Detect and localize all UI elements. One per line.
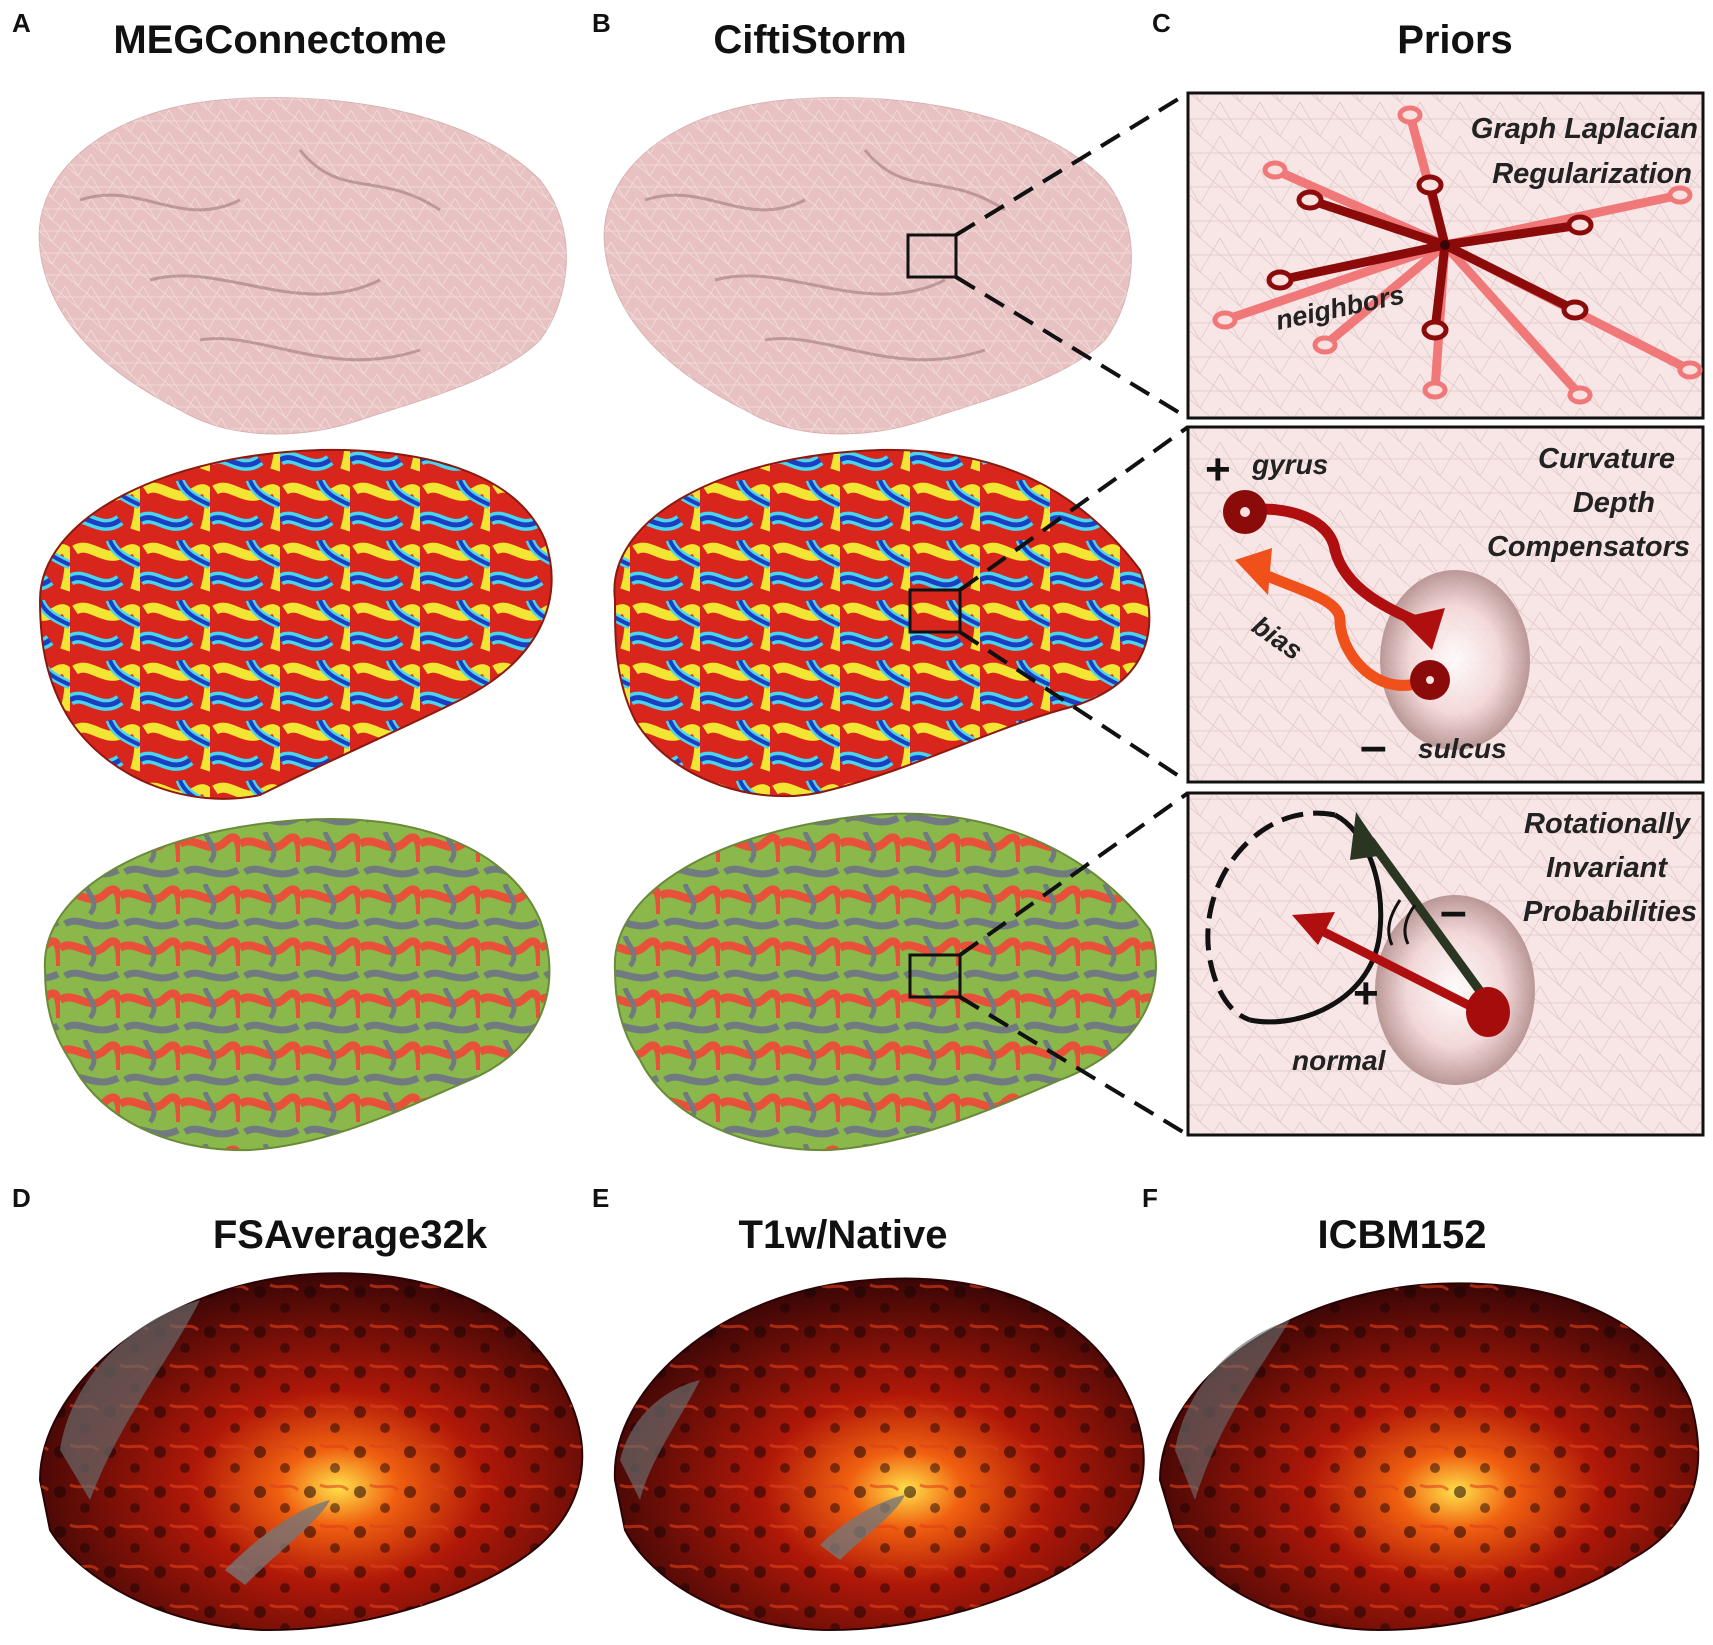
brain-heatmap-e: [613, 1277, 1145, 1632]
sulcus-dimple: [1380, 570, 1530, 750]
zoom-lines: [954, 91, 1190, 1137]
sulcus-label: sulcus: [1418, 733, 1507, 764]
panel-letter-f: F: [1142, 1183, 1158, 1213]
orientation-node: [1466, 987, 1510, 1037]
panel-letter-e: E: [592, 1183, 610, 1213]
inner-neighbor-nodes: [1266, 174, 1594, 341]
gyrus-label: gyrus: [1251, 449, 1328, 480]
orientation-arrow-green: [1366, 837, 1492, 1005]
orientation-label-line1: Rotationally: [1524, 808, 1692, 840]
center-node: [1440, 240, 1450, 250]
prior-laplacian-box: Graph Laplacian Regularization neighbors: [1186, 91, 1705, 420]
zoom-square-3: [908, 953, 962, 999]
sulcus-minus: –: [1360, 720, 1387, 773]
depth-arrow-dark: [1239, 503, 1431, 631]
brain-green-map-a: [43, 818, 551, 1152]
prior-orientation-box: Rotationally Invariant Probabilities – +…: [1186, 791, 1705, 1137]
brain-pial-a: [38, 97, 567, 435]
zoom-square-1: [906, 233, 958, 279]
brain-heatmap-f: [1158, 1282, 1700, 1632]
normal-label: normal: [1292, 1045, 1387, 1076]
depth-label-line1: Curvature: [1538, 443, 1675, 475]
panel-letter-c: C: [1152, 8, 1171, 38]
prior-depth-box: Curvature Depth Compensators + gyrus bia…: [1186, 425, 1705, 784]
normal-arrow-red: [1317, 925, 1491, 1020]
inner-neighbor-edges: [1275, 180, 1585, 335]
panel-title-b: CiftiStorm: [713, 18, 907, 62]
panel-letter-d: D: [12, 1183, 31, 1213]
orientation-plus: +: [1353, 969, 1379, 1018]
gyrus-plus: +: [1205, 445, 1231, 494]
panel-title-c: Priors: [1397, 18, 1513, 62]
brain-curvature-a: [38, 448, 553, 800]
depth-label-line3: Compensators: [1487, 531, 1690, 563]
laplacian-label-line1: Graph Laplacian: [1471, 113, 1698, 145]
outer-neighbor-nodes: [1212, 105, 1703, 405]
panel-letter-b: B: [592, 8, 611, 38]
depth-label-line2: Depth: [1573, 487, 1655, 519]
orientation-label-line2: Invariant: [1546, 852, 1668, 884]
zoom-square-2: [908, 588, 962, 634]
laplacian-label-line2: Regularization: [1492, 158, 1692, 190]
brain-curvature-b: [613, 448, 1151, 798]
panel-title-d: FSAverage32k: [212, 1213, 488, 1257]
panel-letter-a: A: [12, 8, 31, 38]
brain-green-map-b: [613, 812, 1157, 1152]
cone-circle-dashed: [1205, 810, 1336, 1023]
panel-title-a: MEGConnectome: [113, 18, 447, 62]
orientation-minus: –: [1440, 885, 1467, 938]
brain-heatmap-d: [38, 1272, 584, 1632]
brain-pial-b: [603, 97, 1132, 435]
panel-title-e: T1w/Native: [738, 1213, 948, 1257]
orientation-label-line3: Probabilities: [1523, 896, 1697, 928]
panel-title-f: ICBM152: [1317, 1213, 1487, 1257]
bias-arrow-orange: [1259, 569, 1416, 691]
orientation-dimple: [1375, 895, 1535, 1085]
